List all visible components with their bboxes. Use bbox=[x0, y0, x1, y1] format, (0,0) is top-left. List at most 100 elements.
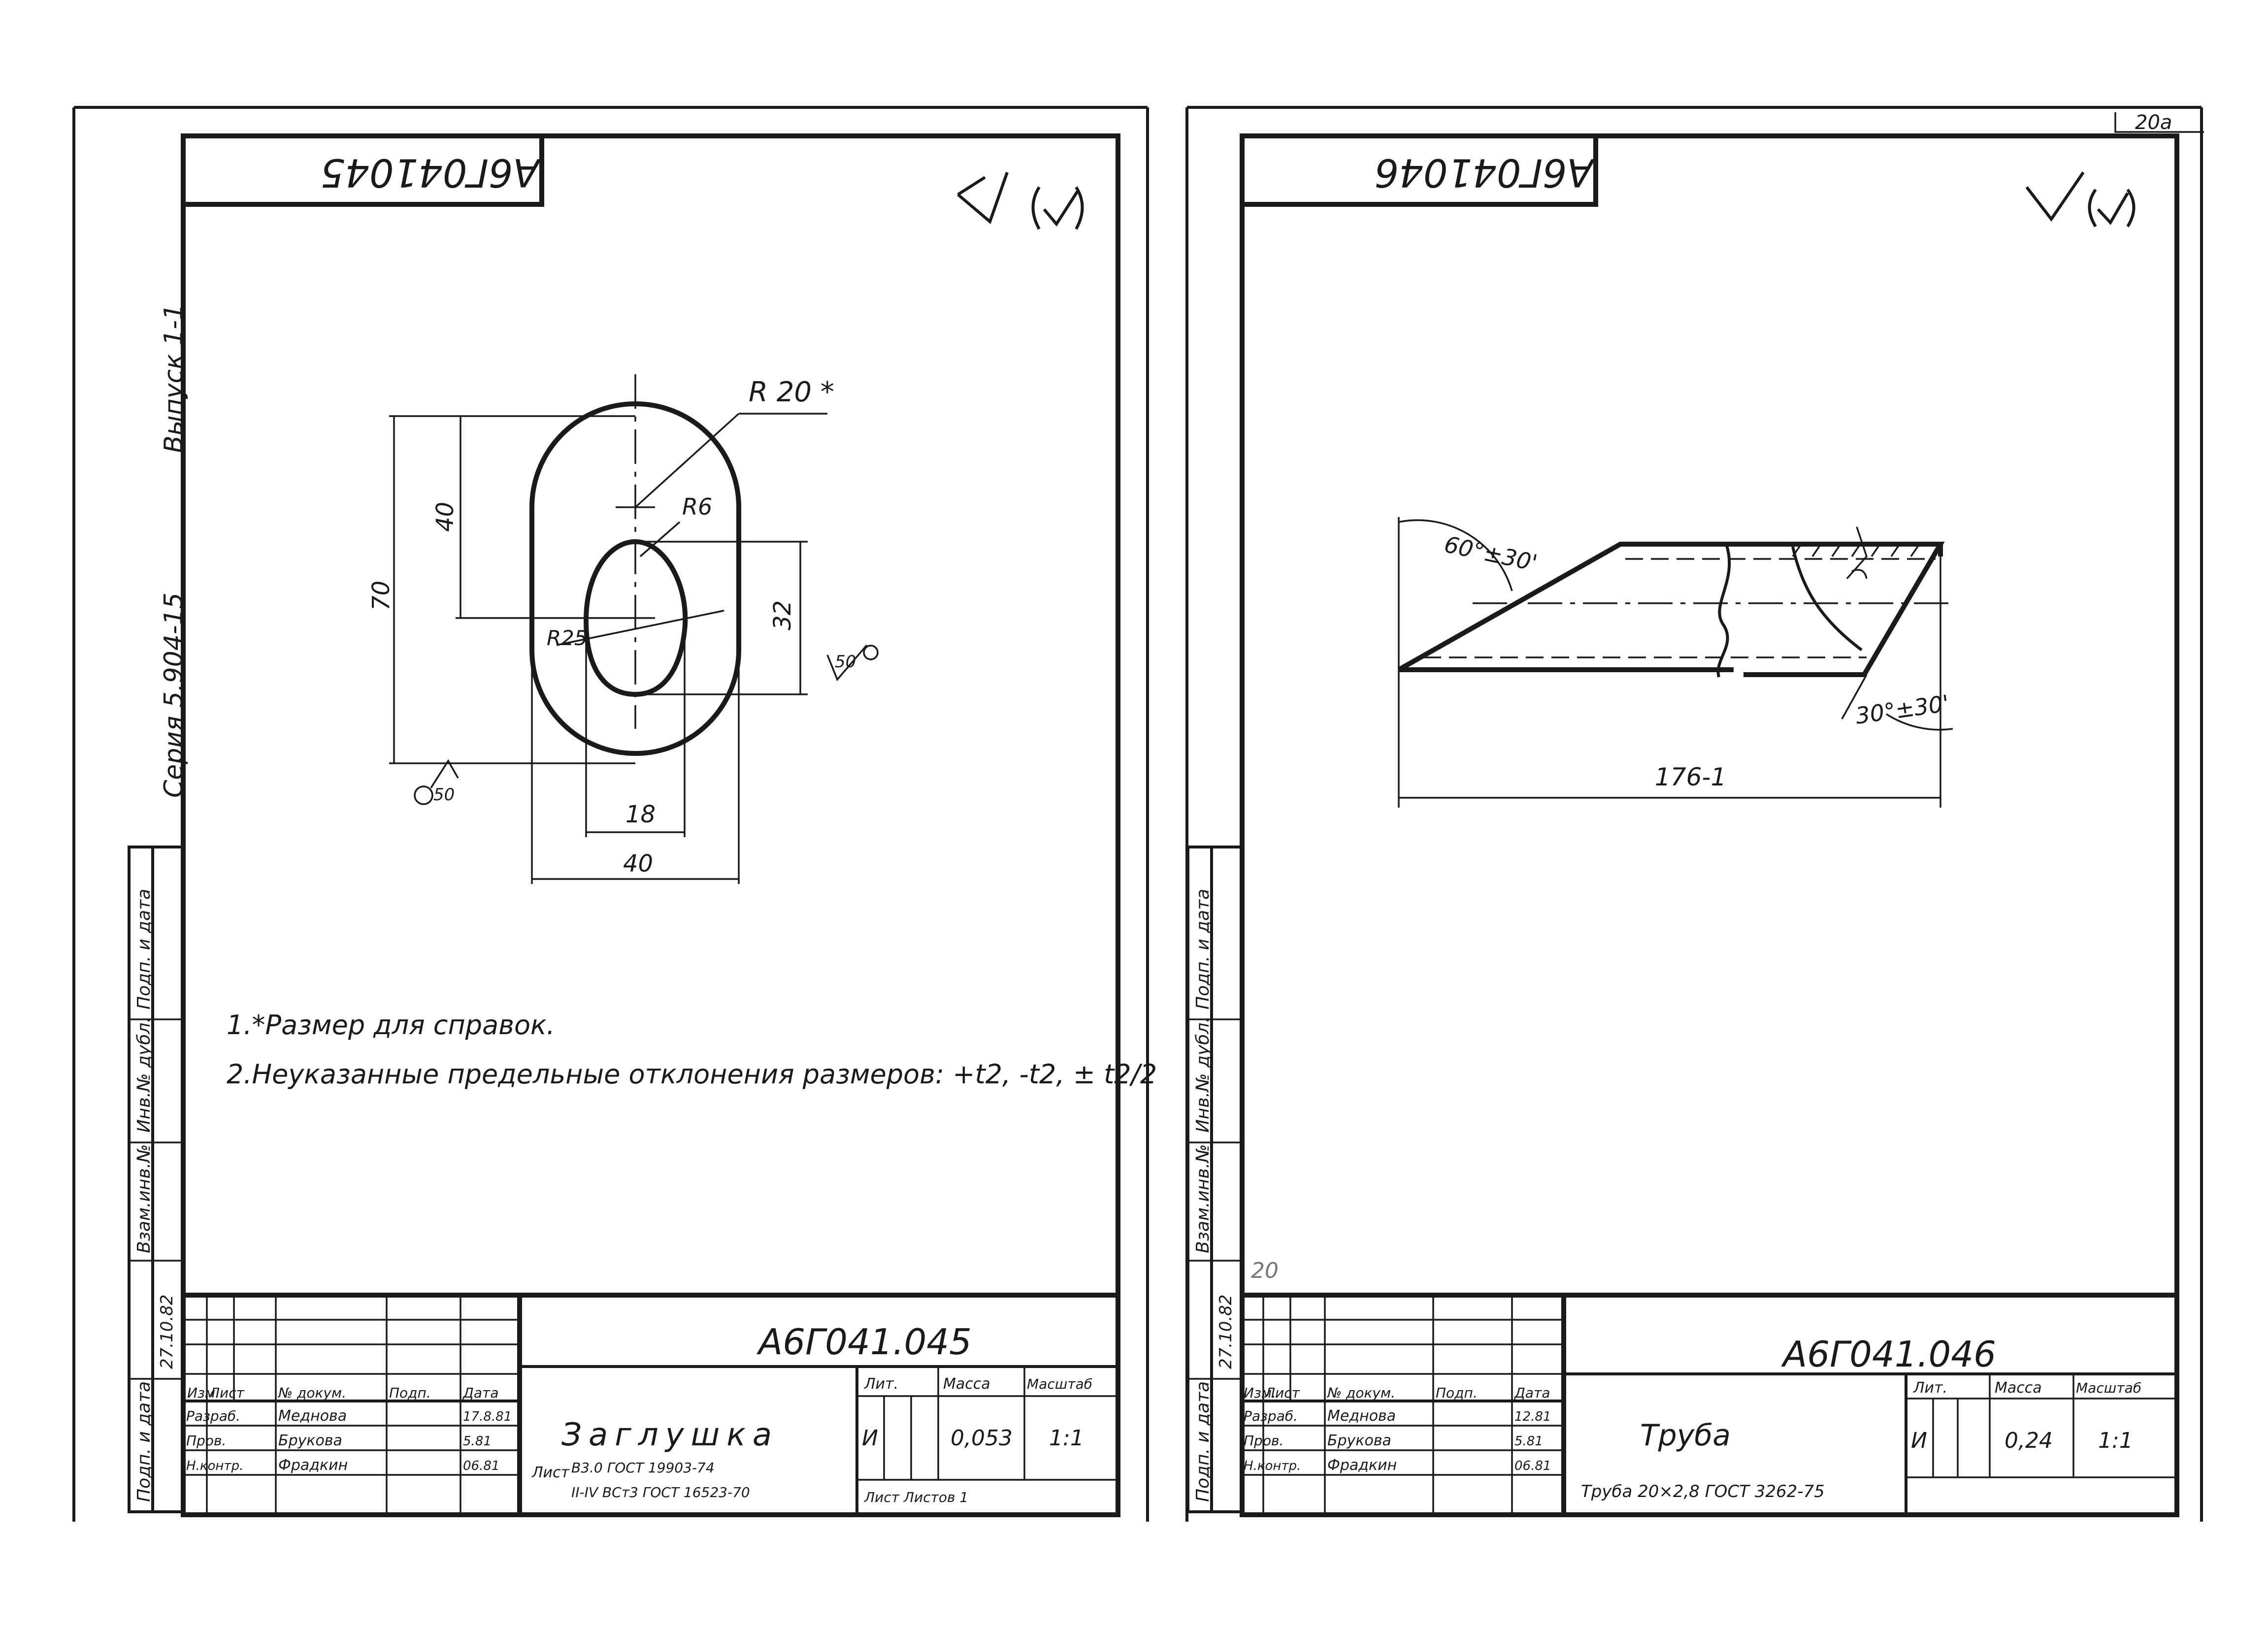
left-outer-border bbox=[72, 106, 1149, 1522]
left-scale-value: 1:1 bbox=[1049, 1426, 1084, 1451]
right-row2-name: Брукова bbox=[1327, 1432, 1391, 1449]
right-sheet: А6Г041046 176-1 Подп. и дата Инв.№ дубл.… bbox=[1185, 106, 2203, 1522]
right-mass-value: 0,24 bbox=[2005, 1428, 2053, 1453]
left-hdr-izm: Изм. bbox=[187, 1385, 220, 1401]
right-title-block bbox=[1242, 1293, 2177, 1515]
right-row3-name: Фрадкин bbox=[1327, 1457, 1397, 1474]
series-text: Серия 5.904-15 bbox=[159, 592, 189, 798]
right-row1-name: Меднова bbox=[1327, 1407, 1396, 1425]
left-stamp-date: 27.10.82 bbox=[157, 1295, 177, 1369]
left-sheet: А6Г041045 Серия 5.904-15 Выпуск 1-1 Подп… bbox=[72, 106, 1157, 1522]
left-lit-label: Лит. bbox=[864, 1375, 898, 1393]
left-roughness-mark bbox=[957, 172, 1084, 230]
left-hdr-date: Дата bbox=[462, 1385, 499, 1401]
right-outer-border bbox=[1185, 106, 2203, 1522]
left-row3-name: Фрадкин bbox=[278, 1457, 348, 1474]
right-roughness-mark bbox=[2025, 171, 2136, 228]
right-code-box bbox=[1242, 136, 1598, 207]
dim-r20: R 20 * bbox=[749, 376, 834, 408]
left-code-top: А6Г041045 bbox=[321, 150, 542, 195]
section-hatch bbox=[1792, 545, 1919, 557]
left-mass-value: 0,053 bbox=[951, 1426, 1013, 1451]
angle-bottom: 30°±30' bbox=[1854, 690, 1951, 729]
dim-r6: R6 bbox=[682, 493, 712, 520]
right-hdr-list: Лист bbox=[1264, 1385, 1300, 1401]
right-stamp-3: Взам.инв.№ bbox=[1193, 1144, 1213, 1253]
right-part-name: Труба bbox=[1640, 1418, 1731, 1453]
right-row3-role: Н.контр. bbox=[1244, 1459, 1301, 1473]
note-1: 1.*Размер для справок. bbox=[227, 1010, 555, 1041]
left-part-name: Заглушка bbox=[561, 1417, 779, 1453]
dim-70: 70 bbox=[367, 581, 395, 611]
rough-mark-b bbox=[414, 759, 459, 805]
left-scale-label: Масштаб bbox=[1027, 1376, 1092, 1392]
rough-50-b: 50 bbox=[433, 785, 455, 805]
right-stamp-1: Подп. и дата bbox=[1193, 889, 1213, 1010]
left-row2-role: Пров. bbox=[186, 1433, 226, 1449]
right-hdr-doc: № докум. bbox=[1326, 1385, 1395, 1401]
length-dim: 176-1 bbox=[1655, 763, 1726, 791]
right-hdr-date: Дата bbox=[1513, 1385, 1550, 1401]
issue-text: Выпуск 1-1 bbox=[159, 304, 189, 453]
left-side-stamp bbox=[128, 846, 185, 1513]
right-row3-date: 06.81 bbox=[1514, 1459, 1551, 1473]
right-lit-label: Лит. bbox=[1913, 1379, 1947, 1397]
right-mass-label: Масса bbox=[1995, 1379, 2042, 1397]
right-side-stamp bbox=[1186, 846, 1244, 1513]
left-material-2: II-IV ВСт3 ГОСТ 16523-70 bbox=[571, 1484, 750, 1500]
right-stamp-date: 27.10.82 bbox=[1216, 1295, 1236, 1369]
left-row2-name: Брукова bbox=[278, 1432, 342, 1449]
left-title-code: А6Г041.045 bbox=[756, 1321, 972, 1363]
right-scale-label: Масштаб bbox=[2076, 1380, 2141, 1396]
rough-mark-a bbox=[826, 644, 879, 682]
right-row1-role: Разраб. bbox=[1244, 1408, 1298, 1424]
left-stamp-1: Подп. и дата bbox=[134, 889, 154, 1010]
right-row2-role: Пров. bbox=[1244, 1433, 1283, 1449]
dim-r25: R25 bbox=[547, 626, 588, 650]
page-number: 20а bbox=[2135, 111, 2172, 134]
dim-40-horizontal: 40 bbox=[623, 850, 653, 878]
angle-arc-bottom bbox=[1886, 713, 1953, 731]
left-hdr-doc: № докум. bbox=[277, 1385, 346, 1401]
left-code-box bbox=[183, 136, 544, 207]
left-row3-date: 06.81 bbox=[463, 1459, 499, 1473]
right-hdr-sign: Подп. bbox=[1436, 1385, 1478, 1401]
left-hdr-sign: Подп. bbox=[389, 1385, 431, 1401]
right-hdr-izm: Изм. bbox=[1244, 1385, 1276, 1401]
right-row1-date: 12.81 bbox=[1514, 1409, 1551, 1424]
dim-18: 18 bbox=[625, 801, 656, 828]
section-curve bbox=[1791, 546, 1863, 652]
left-sheet-label: Лист bbox=[531, 1464, 570, 1481]
right-margin-mark: 20 bbox=[1251, 1258, 1279, 1283]
left-sheet-info: Лист Листов 1 bbox=[864, 1489, 968, 1505]
left-title-block bbox=[183, 1293, 1118, 1515]
break-line bbox=[1716, 544, 1731, 678]
right-stamp-2: Инв.№ дубл. bbox=[1193, 1017, 1213, 1133]
note-2: 2.Неуказанные предельные отклонения разм… bbox=[227, 1059, 1157, 1090]
pipe-drawing bbox=[1397, 517, 1953, 808]
dim-32: 32 bbox=[769, 600, 796, 630]
left-mass-label: Масса bbox=[943, 1375, 990, 1393]
left-hdr-list: Лист bbox=[209, 1385, 245, 1401]
left-row1-name: Меднова bbox=[278, 1407, 347, 1425]
right-title-code: А6Г041.046 bbox=[1781, 1334, 1996, 1375]
angle-arc-top bbox=[1398, 519, 1513, 591]
right-lit-value: И bbox=[1911, 1428, 1927, 1453]
right-scale-value: 1:1 bbox=[2098, 1428, 2133, 1453]
left-row3-role: Н.контр. bbox=[186, 1459, 243, 1473]
left-lit-value: И bbox=[862, 1426, 878, 1451]
page-number-box: 20а bbox=[2114, 111, 2204, 134]
plug-drawing bbox=[389, 374, 827, 884]
rough-50-a: 50 bbox=[835, 652, 856, 672]
left-row2-date: 5.81 bbox=[463, 1434, 492, 1449]
left-stamp-2: Инв.№ дубл. bbox=[134, 1017, 154, 1133]
left-row1-role: Разраб. bbox=[186, 1408, 240, 1424]
left-stamp-3: Взам.инв.№ bbox=[134, 1144, 154, 1253]
right-row2-date: 5.81 bbox=[1514, 1434, 1543, 1449]
left-row1-date: 17.8.81 bbox=[463, 1409, 512, 1424]
left-inner-frame bbox=[181, 133, 1120, 1517]
left-stamp-4: Подп. и дата bbox=[134, 1381, 154, 1502]
right-inner-frame bbox=[1240, 133, 2179, 1517]
right-material: Труба 20×2,8 ГОСТ 3262-75 bbox=[1581, 1482, 1825, 1501]
